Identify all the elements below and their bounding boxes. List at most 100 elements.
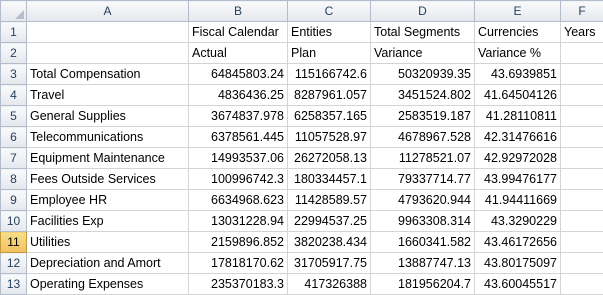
row-header[interactable]: 2 bbox=[1, 43, 27, 64]
row-header[interactable]: 5 bbox=[1, 106, 27, 127]
cell[interactable]: Currencies bbox=[475, 22, 561, 43]
actual-cell[interactable]: 13031228.94 bbox=[189, 211, 288, 232]
plan-cell[interactable]: 8287961.057 bbox=[288, 85, 371, 106]
empty-cell[interactable] bbox=[561, 64, 603, 85]
empty-cell[interactable] bbox=[561, 148, 603, 169]
row-header[interactable]: 9 bbox=[1, 190, 27, 211]
plan-cell[interactable]: 11057528.97 bbox=[288, 127, 371, 148]
actual-cell[interactable]: 3674837.978 bbox=[189, 106, 288, 127]
empty-cell[interactable] bbox=[561, 85, 603, 106]
actual-cell[interactable]: 235370183.3 bbox=[189, 274, 288, 295]
cell[interactable]: Variance bbox=[371, 43, 475, 64]
variance-pct-cell[interactable]: 43.99476177 bbox=[475, 169, 561, 190]
row-header[interactable]: 1 bbox=[1, 22, 27, 43]
row-header[interactable]: 11 bbox=[1, 232, 27, 253]
variance-pct-cell[interactable]: 43.3290229 bbox=[475, 211, 561, 232]
cell[interactable]: Total Segments bbox=[371, 22, 475, 43]
plan-cell[interactable]: 11428589.57 bbox=[288, 190, 371, 211]
variance-pct-cell[interactable]: 41.94411669 bbox=[475, 190, 561, 211]
variance-pct-cell[interactable]: 41.28110811 bbox=[475, 106, 561, 127]
variance-pct-cell[interactable]: 42.92972028 bbox=[475, 148, 561, 169]
variance-cell[interactable]: 1660341.582 bbox=[371, 232, 475, 253]
column-header-e[interactable]: E bbox=[475, 1, 561, 22]
variance-cell[interactable]: 3451524.802 bbox=[371, 85, 475, 106]
actual-cell[interactable]: 100996742.3 bbox=[189, 169, 288, 190]
cell[interactable]: Actual bbox=[189, 43, 288, 64]
row-label-cell[interactable]: General Supplies bbox=[27, 106, 189, 127]
variance-cell[interactable]: 181956204.7 bbox=[371, 274, 475, 295]
cell[interactable]: Fiscal Calendar bbox=[189, 22, 288, 43]
row-header[interactable]: 4 bbox=[1, 85, 27, 106]
cell[interactable]: Plan bbox=[288, 43, 371, 64]
row-header[interactable]: 12 bbox=[1, 253, 27, 274]
actual-cell[interactable]: 4836436.25 bbox=[189, 85, 288, 106]
plan-cell[interactable]: 6258357.165 bbox=[288, 106, 371, 127]
empty-cell[interactable] bbox=[561, 253, 603, 274]
column-header-c[interactable]: C bbox=[288, 1, 371, 22]
variance-pct-cell[interactable]: 42.31476616 bbox=[475, 127, 561, 148]
plan-cell[interactable]: 26272058.13 bbox=[288, 148, 371, 169]
row-header[interactable]: 8 bbox=[1, 169, 27, 190]
row-label-cell[interactable]: Telecommunications bbox=[27, 127, 189, 148]
column-header-d[interactable]: D bbox=[371, 1, 475, 22]
empty-cell[interactable] bbox=[561, 232, 603, 253]
row-label-cell[interactable]: Total Compensation bbox=[27, 64, 189, 85]
actual-cell[interactable]: 6634968.623 bbox=[189, 190, 288, 211]
cell[interactable] bbox=[27, 43, 189, 64]
variance-cell[interactable]: 2583519.187 bbox=[371, 106, 475, 127]
variance-cell[interactable]: 13887747.13 bbox=[371, 253, 475, 274]
cell[interactable]: Years bbox=[561, 22, 603, 43]
variance-cell[interactable]: 79337714.77 bbox=[371, 169, 475, 190]
column-header-a[interactable]: A bbox=[27, 1, 189, 22]
row-header[interactable]: 10 bbox=[1, 211, 27, 232]
row-label-cell[interactable]: Facilities Exp bbox=[27, 211, 189, 232]
empty-cell[interactable] bbox=[561, 274, 603, 295]
empty-cell[interactable] bbox=[561, 106, 603, 127]
row-header[interactable]: 13 bbox=[1, 274, 27, 295]
plan-cell[interactable]: 180334457.1 bbox=[288, 169, 371, 190]
select-all-corner[interactable] bbox=[1, 1, 27, 22]
row-label-cell[interactable]: Utilities bbox=[27, 232, 189, 253]
actual-cell[interactable]: 17818170.62 bbox=[189, 253, 288, 274]
row-header[interactable]: 7 bbox=[1, 148, 27, 169]
variance-cell[interactable]: 4793620.944 bbox=[371, 190, 475, 211]
variance-pct-cell[interactable]: 41.64504126 bbox=[475, 85, 561, 106]
plan-cell[interactable]: 417326388 bbox=[288, 274, 371, 295]
row-label-cell[interactable]: Equipment Maintenance bbox=[27, 148, 189, 169]
plan-cell[interactable]: 115166742.6 bbox=[288, 64, 371, 85]
cell[interactable] bbox=[561, 43, 603, 64]
row-label-cell[interactable]: Depreciation and Amort bbox=[27, 253, 189, 274]
cell[interactable] bbox=[27, 22, 189, 43]
actual-cell[interactable]: 6378561.445 bbox=[189, 127, 288, 148]
row-label-cell[interactable]: Fees Outside Services bbox=[27, 169, 189, 190]
empty-cell[interactable] bbox=[561, 190, 603, 211]
variance-pct-cell[interactable]: 43.80175097 bbox=[475, 253, 561, 274]
cell[interactable]: Variance % bbox=[475, 43, 561, 64]
actual-cell[interactable]: 64845803.24 bbox=[189, 64, 288, 85]
cell[interactable]: Entities bbox=[288, 22, 371, 43]
plan-cell[interactable]: 3820238.434 bbox=[288, 232, 371, 253]
row-label-cell[interactable]: Travel bbox=[27, 85, 189, 106]
variance-cell[interactable]: 11278521.07 bbox=[371, 148, 475, 169]
plan-cell[interactable]: 31705917.75 bbox=[288, 253, 371, 274]
row-header[interactable]: 6 bbox=[1, 127, 27, 148]
variance-pct-cell[interactable]: 43.60045517 bbox=[475, 274, 561, 295]
row-header[interactable]: 3 bbox=[1, 64, 27, 85]
plan-cell[interactable]: 22994537.25 bbox=[288, 211, 371, 232]
actual-cell[interactable]: 2159896.852 bbox=[189, 232, 288, 253]
sheet-row: 1 Fiscal Calendar Entities Total Segment… bbox=[1, 22, 603, 43]
variance-cell[interactable]: 4678967.528 bbox=[371, 127, 475, 148]
actual-cell[interactable]: 14993537.06 bbox=[189, 148, 288, 169]
variance-cell[interactable]: 9963308.314 bbox=[371, 211, 475, 232]
variance-pct-cell[interactable]: 43.46172656 bbox=[475, 232, 561, 253]
row-label-cell[interactable]: Employee HR bbox=[27, 190, 189, 211]
empty-cell[interactable] bbox=[561, 127, 603, 148]
column-header-f[interactable]: F bbox=[561, 1, 603, 22]
variance-pct-cell[interactable]: 43.6939851 bbox=[475, 64, 561, 85]
empty-cell[interactable] bbox=[561, 211, 603, 232]
empty-cell[interactable] bbox=[561, 169, 603, 190]
variance-cell[interactable]: 50320939.35 bbox=[371, 64, 475, 85]
row-label-cell[interactable]: Operating Expenses bbox=[27, 274, 189, 295]
column-header-b[interactable]: B bbox=[189, 1, 288, 22]
